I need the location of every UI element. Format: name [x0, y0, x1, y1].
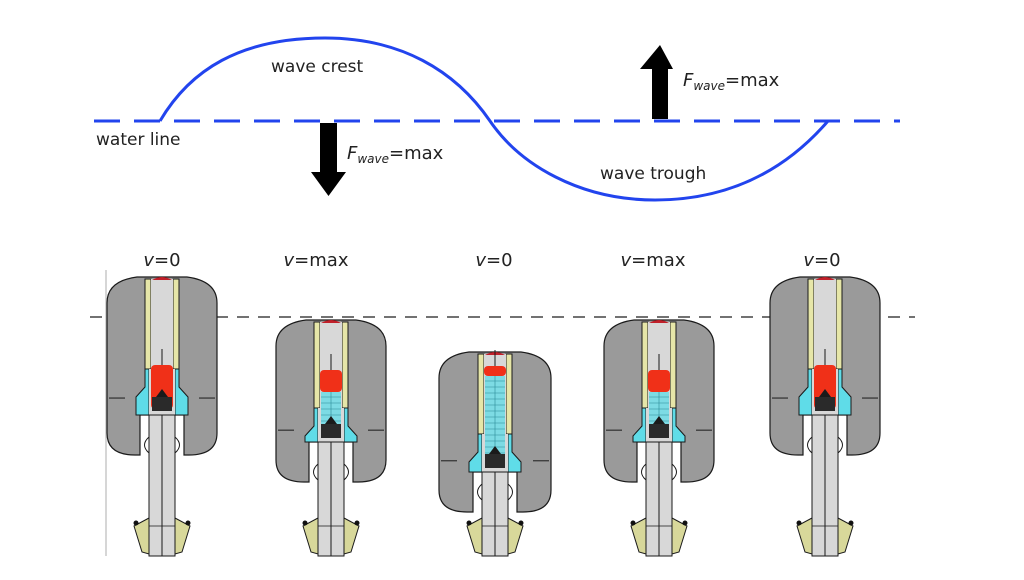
- velocity-symbol: v: [283, 250, 295, 271]
- water-line-label: water line: [96, 130, 181, 150]
- clamp-right: [837, 436, 843, 454]
- velocity-label-3: v=0: [439, 252, 549, 270]
- bolt-left: [630, 520, 636, 526]
- bolt-left: [302, 520, 308, 526]
- mount-foot-right: [837, 517, 854, 555]
- force-label-up: Fwave=max: [683, 70, 780, 93]
- piston: [648, 370, 670, 392]
- mount-foot-left: [796, 517, 813, 555]
- clamp-left: [641, 463, 647, 481]
- guide-rail-right: [505, 353, 513, 435]
- device-4: [603, 319, 715, 557]
- valve-block: [815, 397, 835, 411]
- clamp-right: [174, 436, 180, 454]
- mount-foot-left: [466, 517, 483, 555]
- guide-rail-left: [144, 278, 152, 370]
- guide-rail-left: [641, 321, 649, 409]
- guide-rail-right: [835, 278, 843, 370]
- wave-curve: [158, 36, 830, 202]
- clamp-right: [671, 463, 677, 481]
- velocity-symbol: v: [803, 250, 815, 271]
- clamp-right: [343, 463, 349, 481]
- mount-foot-right: [174, 517, 191, 555]
- clamp-right: [507, 483, 513, 501]
- clamp-left: [477, 483, 483, 501]
- bolt-right: [185, 520, 191, 526]
- inner-tube: [814, 279, 836, 369]
- guide-rail-right: [172, 278, 180, 370]
- velocity-value: =max: [631, 250, 686, 271]
- mount-foot-left: [302, 517, 319, 555]
- valve-cone: [819, 389, 831, 397]
- guide-rail-right: [341, 321, 349, 409]
- top-cap: [649, 320, 669, 323]
- bolt-right: [354, 520, 360, 526]
- wave-section: [94, 36, 900, 202]
- force-subscript: wave: [693, 79, 726, 93]
- force-subscript: wave: [357, 152, 390, 166]
- clamp-left: [807, 436, 813, 454]
- force-label-down: Fwave=max: [347, 143, 444, 166]
- device-states-group: [106, 276, 881, 557]
- velocity-symbol: v: [475, 250, 487, 271]
- device-3: [438, 350, 552, 557]
- velocity-symbol: v: [620, 250, 632, 271]
- valve-cone: [156, 389, 168, 397]
- piston: [320, 370, 342, 392]
- velocity-value: =0: [154, 250, 181, 271]
- mount-foot-left: [630, 517, 647, 555]
- velocity-label-4: v=max: [598, 252, 708, 270]
- wave-crest-label: wave crest: [271, 57, 364, 77]
- device-5: [769, 276, 881, 557]
- velocity-symbol: v: [143, 250, 155, 271]
- clamp-left: [313, 463, 319, 481]
- valve-cone: [325, 416, 337, 424]
- velocity-label-2: v=max: [261, 252, 371, 270]
- bolt-left: [466, 520, 472, 526]
- bolt-left: [796, 520, 802, 526]
- wave-trough-label: wave trough: [600, 164, 707, 184]
- force-arrow-down-icon: [311, 123, 346, 196]
- bolt-right: [518, 520, 524, 526]
- force-symbol: F: [683, 70, 694, 91]
- force-value: =max: [389, 143, 444, 164]
- force-value: =max: [725, 70, 780, 91]
- guide-rail-right: [669, 321, 677, 409]
- valve-cone: [653, 416, 665, 424]
- top-cap: [321, 320, 341, 323]
- bolt-right: [848, 520, 854, 526]
- force-symbol: F: [347, 143, 358, 164]
- velocity-label-5: v=0: [767, 252, 877, 270]
- guide-rail-left: [313, 321, 321, 409]
- valve-block: [485, 454, 505, 468]
- bolt-right: [682, 520, 688, 526]
- mount-foot-right: [507, 517, 524, 555]
- mount-foot-right: [671, 517, 688, 555]
- velocity-label-1: v=0: [107, 252, 217, 270]
- mount-foot-right: [343, 517, 360, 555]
- device-1: [106, 276, 218, 557]
- inner-tube: [151, 279, 173, 369]
- valve-cone: [489, 446, 501, 454]
- clamp-left: [144, 436, 150, 454]
- velocity-value: =0: [486, 250, 513, 271]
- mount-foot-left: [133, 517, 150, 555]
- force-arrow-up-icon: [640, 45, 673, 119]
- valve-block: [649, 424, 669, 438]
- top-cap: [152, 277, 172, 280]
- piston: [484, 366, 506, 376]
- top-cap: [815, 277, 835, 280]
- velocity-value: =max: [294, 250, 349, 271]
- bolt-left: [133, 520, 139, 526]
- valve-block: [152, 397, 172, 411]
- valve-block: [321, 424, 341, 438]
- device-2: [275, 319, 387, 557]
- velocity-value: =0: [814, 250, 841, 271]
- guide-rail-left: [477, 353, 485, 435]
- guide-rail-left: [807, 278, 815, 370]
